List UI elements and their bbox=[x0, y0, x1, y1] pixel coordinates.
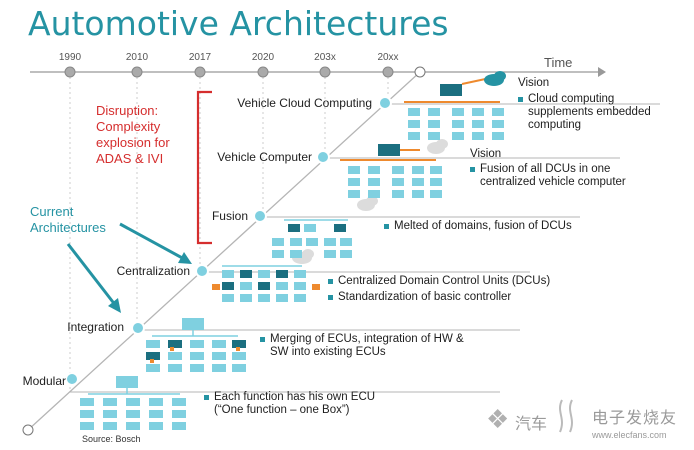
cloud-icon bbox=[427, 139, 448, 154]
current-arrowhead bbox=[178, 252, 192, 264]
evolution-diagonal bbox=[27, 71, 421, 431]
watermark-logo-icon bbox=[559, 399, 573, 433]
bullet-line: Merging of ECUs, integration of HW & bbox=[270, 333, 464, 345]
stage-bullet-modular: Each function has his own ECU (“One func… bbox=[204, 391, 375, 417]
bullet-line: computing bbox=[528, 119, 582, 131]
stage-label-modular: Modular bbox=[22, 374, 66, 388]
vehicle-cloud-diagram bbox=[404, 77, 504, 140]
diagonal-start-dot bbox=[22, 424, 34, 436]
timeline-year-dot bbox=[319, 66, 331, 78]
bullet-line: (“One function – one Box”) bbox=[214, 404, 350, 416]
timeline-axis-label: Time bbox=[544, 55, 573, 70]
timeline-year: 203x bbox=[314, 52, 336, 63]
disruption-bracket bbox=[196, 90, 212, 245]
stage-bullet-fusion: Melted of domains, fusion of DCUs bbox=[384, 220, 572, 233]
stage-label-centralization: Centralization bbox=[116, 264, 190, 278]
stage-dot-vehicle-computer bbox=[316, 150, 330, 164]
bullet-line: Centralized Domain Control Units (DCUs) bbox=[338, 275, 551, 287]
timeline-year: 2020 bbox=[251, 52, 275, 63]
bullet-line: Standardization of basic controller bbox=[338, 291, 512, 303]
stage-dot-fusion bbox=[253, 209, 267, 223]
ecu-diagram-modular bbox=[80, 376, 186, 430]
timeline-year: 1990 bbox=[58, 52, 82, 63]
stage-dot-modular bbox=[65, 372, 79, 386]
timeline-year: 20xx bbox=[377, 52, 399, 63]
timeline-year-dot bbox=[382, 66, 394, 78]
stage-dot-integration bbox=[131, 321, 145, 335]
stage-label-vehicle-cloud: Vehicle Cloud Computing bbox=[237, 96, 372, 110]
cloud-icon bbox=[484, 71, 506, 86]
ecu-diagram-integration bbox=[146, 318, 246, 372]
timeline-year-dot bbox=[194, 66, 206, 78]
timeline-year: 2010 bbox=[125, 52, 149, 63]
stage-bullet-vehicle-cloud: Cloud computing supplements embedded com… bbox=[518, 93, 651, 132]
timeline-year: 2017 bbox=[188, 52, 212, 63]
stage-bullet-vehicle-computer: Fusion of all DCUs in one centralized ve… bbox=[470, 163, 626, 189]
timeline-year-dot bbox=[64, 66, 76, 78]
current-arrow bbox=[119, 222, 187, 262]
timeline-arrowhead bbox=[598, 67, 606, 77]
dcu-diagram-fusion bbox=[272, 219, 352, 258]
timeline-year-dot bbox=[257, 66, 269, 78]
watermark-url: www.elecfans.com bbox=[592, 430, 667, 440]
cloud-icon bbox=[357, 196, 378, 211]
diagonal-end-dot bbox=[414, 66, 426, 78]
stage-dot-centralization bbox=[195, 264, 209, 278]
watermark-text: 汽车 bbox=[515, 414, 548, 433]
watermark-text: 电子发烧友 bbox=[592, 408, 678, 427]
timeline-year-dot bbox=[131, 66, 143, 78]
bullet-line: Each function has his own ECU bbox=[214, 391, 376, 403]
bullet-line: SW into existing ECUs bbox=[270, 346, 386, 358]
slide-title: Automotive Architectures bbox=[28, 4, 449, 43]
bullet-line: centralized vehicle computer bbox=[480, 176, 626, 188]
bullet-line: Melted of domains, fusion of DCUs bbox=[394, 220, 572, 232]
stage-bullet-centralization-2: Standardization of basic controller bbox=[328, 291, 511, 304]
disruption-note: Disruption: Complexity explosion for ADA… bbox=[96, 103, 170, 166]
bullet-line: supplements embedded bbox=[528, 106, 651, 118]
vehicle-computer-diagram bbox=[340, 144, 442, 198]
current-arrowhead bbox=[108, 298, 121, 313]
current-architectures-note: Current Architectures bbox=[30, 204, 106, 235]
watermark-chat-icon: ❖ bbox=[486, 404, 510, 434]
bullet-line: Cloud computing bbox=[528, 93, 615, 105]
vision-label: Vision bbox=[518, 77, 550, 89]
stage-label-vehicle-computer: Vehicle Computer bbox=[217, 150, 312, 164]
stage-dot-vehicle-cloud bbox=[378, 96, 392, 110]
dcu-diagram-centralization bbox=[212, 265, 320, 302]
stage-bullet-integration: Merging of ECUs, integration of HW & SW … bbox=[260, 333, 464, 359]
vision-label: Vision bbox=[470, 148, 502, 160]
stage-bullet-centralization-1: Centralized Domain Control Units (DCUs) bbox=[328, 275, 550, 288]
current-arrow bbox=[66, 243, 118, 307]
stage-label-integration: Integration bbox=[67, 320, 124, 334]
stage-label-fusion: Fusion bbox=[211, 209, 248, 223]
source-credit: Source: Bosch bbox=[82, 434, 141, 444]
bullet-line: Fusion of all DCUs in one bbox=[480, 163, 611, 175]
